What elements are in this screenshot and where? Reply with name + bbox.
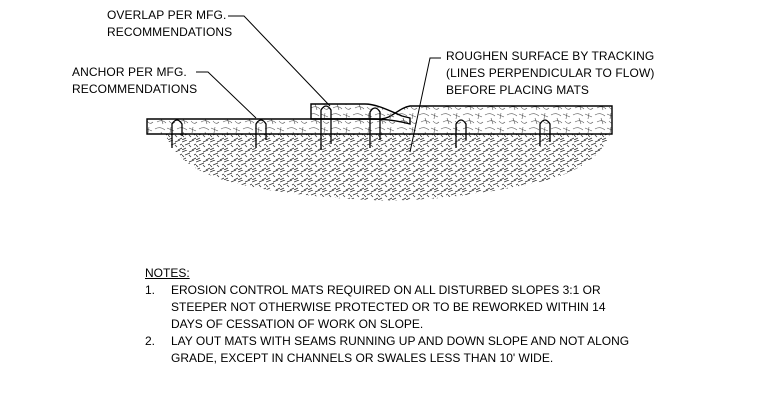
roughen-callout: ROUGHEN SURFACE BY TRACKING (LINES PERPE… (446, 48, 655, 99)
anchor-staples (171, 105, 551, 150)
anchor-callout-line1: ANCHOR PER MFG. (72, 65, 187, 79)
notes-title: NOTES: (145, 266, 190, 280)
soil-ground (165, 134, 610, 201)
note-2: 2. LAY OUT MATS WITH SEAMS RUNNING UP AN… (145, 333, 629, 367)
note-2-line-2: GRADE, EXCEPT IN CHANNELS OR SWALES LESS… (171, 351, 554, 365)
note-1-line-2: STEEPER NOT OTHERWISE PROTECTED OR TO BE… (171, 300, 606, 314)
roughen-callout-line2: (LINES PERPENDICULAR TO FLOW) (446, 66, 655, 80)
note-1: 1. EROSION CONTROL MATS REQUIRED ON ALL … (145, 282, 629, 333)
overlap-callout-line2: RECOMMENDATIONS (107, 25, 233, 39)
notes-block: NOTES: 1. EROSION CONTROL MATS REQUIRED … (145, 265, 629, 367)
note-1-line-1: EROSION CONTROL MATS REQUIRED ON ALL DIS… (171, 283, 601, 297)
leader-lines (196, 15, 441, 153)
note-2-number: 2. (145, 334, 156, 348)
roughen-callout-line3: BEFORE PLACING MATS (446, 83, 590, 97)
note-2-line-1: LAY OUT MATS WITH SEAMS RUNNING UP AND D… (171, 334, 630, 348)
overlap-callout: OVERLAP PER MFG. RECOMMENDATIONS (107, 7, 232, 41)
note-1-line-3: DAYS OF CESSATION OF WORK ON SLOPE. (171, 317, 424, 331)
roughen-callout-line1: ROUGHEN SURFACE BY TRACKING (446, 49, 655, 63)
anchor-callout: ANCHOR PER MFG. RECOMMENDATIONS (72, 64, 197, 98)
anchor-callout-line2: RECOMMENDATIONS (72, 82, 198, 96)
note-1-number: 1. (145, 283, 156, 297)
overlap-callout-line1: OVERLAP PER MFG. (107, 8, 227, 22)
